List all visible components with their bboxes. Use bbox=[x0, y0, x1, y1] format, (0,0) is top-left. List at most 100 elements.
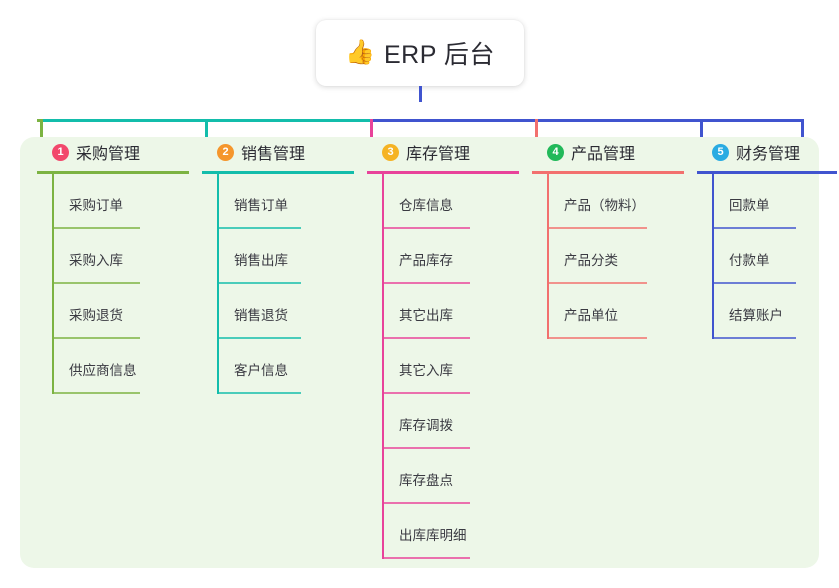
branch-item[interactable]: 采购订单 bbox=[37, 174, 189, 229]
branch-item-label: 采购订单 bbox=[69, 198, 123, 213]
branch-column-2: 2 销售管理销售订单销售出库销售退货客户信息 bbox=[202, 139, 354, 394]
branches-panel bbox=[20, 137, 819, 568]
branch-item[interactable]: 产品库存 bbox=[367, 229, 519, 284]
branch-item[interactable]: 其它入库 bbox=[367, 339, 519, 394]
branch-item[interactable]: 产品分类 bbox=[532, 229, 684, 284]
branch-column-1: 1 采购管理采购订单采购入库采购退货供应商信息 bbox=[37, 139, 189, 394]
branch-item-underline bbox=[217, 392, 301, 394]
branch-underline bbox=[532, 171, 684, 174]
root-node-title: ERP 后台 bbox=[383, 41, 495, 69]
bus-segment-4 bbox=[370, 119, 535, 122]
branch-item-label: 其它出库 bbox=[399, 308, 453, 323]
drop-connector-1 bbox=[40, 119, 43, 139]
branch-item-label: 供应商信息 bbox=[69, 363, 137, 378]
branch-item-underline bbox=[547, 337, 647, 339]
branch-number-badge: 2 bbox=[217, 143, 234, 161]
branch-underline bbox=[202, 171, 354, 174]
branch-header-3[interactable]: 3 库存管理 bbox=[367, 139, 519, 165]
branch-item-underline bbox=[547, 227, 647, 229]
branch-header-2[interactable]: 2 销售管理 bbox=[202, 139, 354, 165]
branch-item-underline bbox=[52, 337, 140, 339]
branch-item[interactable]: 仓库信息 bbox=[367, 174, 519, 229]
branch-item[interactable]: 库存调拨 bbox=[367, 394, 519, 449]
branch-item-label: 产品库存 bbox=[399, 253, 453, 268]
bus-segment-1 bbox=[37, 119, 40, 122]
branch-number-badge: 3 bbox=[382, 143, 399, 161]
branch-column-3: 3 库存管理仓库信息产品库存其它出库其它入库库存调拨库存盘点出库库明细 bbox=[367, 139, 519, 559]
branch-item[interactable]: 采购入库 bbox=[37, 229, 189, 284]
drop-connector-2 bbox=[205, 119, 208, 139]
branch-item-label: 销售退货 bbox=[234, 308, 288, 323]
branch-item[interactable]: 供应商信息 bbox=[37, 339, 189, 394]
branch-item-label: 产品分类 bbox=[564, 253, 618, 268]
branch-item[interactable]: 付款单 bbox=[697, 229, 837, 284]
branch-spine bbox=[712, 174, 714, 339]
branch-item-underline bbox=[712, 227, 796, 229]
branch-item[interactable]: 出库库明细 bbox=[367, 504, 519, 559]
branch-item-label: 仓库信息 bbox=[399, 198, 453, 213]
branch-item-label: 产品（物料） bbox=[564, 198, 645, 213]
bus-segment-5 bbox=[535, 119, 700, 122]
branch-spine bbox=[52, 174, 54, 394]
branch-item[interactable]: 结算账户 bbox=[697, 284, 837, 339]
branch-item-label: 采购入库 bbox=[69, 253, 123, 268]
branch-title: 销售管理 bbox=[241, 146, 306, 163]
branch-item-label: 产品单位 bbox=[564, 308, 618, 323]
branch-item[interactable]: 销售退货 bbox=[202, 284, 354, 339]
branch-item-underline bbox=[382, 282, 470, 284]
branch-spine bbox=[217, 174, 219, 394]
branch-item-underline bbox=[382, 557, 470, 559]
branch-item-label: 回款单 bbox=[729, 198, 770, 213]
branch-item-label: 采购退货 bbox=[69, 308, 123, 323]
branch-item-underline bbox=[52, 227, 140, 229]
branch-item-label: 其它入库 bbox=[399, 363, 453, 378]
root-node-content: 👍 ERP 后台 bbox=[345, 35, 495, 71]
branch-item[interactable]: 销售出库 bbox=[202, 229, 354, 284]
branch-item-underline bbox=[217, 282, 301, 284]
bus-segment-2 bbox=[40, 119, 205, 122]
drop-connector-3 bbox=[370, 119, 373, 139]
branch-number-badge: 1 bbox=[52, 143, 69, 161]
drop-connector-5 bbox=[700, 119, 703, 139]
branch-title: 采购管理 bbox=[76, 146, 141, 163]
branch-item[interactable]: 产品单位 bbox=[532, 284, 684, 339]
branch-title: 产品管理 bbox=[571, 146, 636, 163]
branch-item-underline bbox=[382, 227, 470, 229]
branch-item-underline bbox=[382, 447, 470, 449]
drop-connector-right-elbow bbox=[801, 119, 804, 139]
branch-item[interactable]: 采购退货 bbox=[37, 284, 189, 339]
branch-item-underline bbox=[547, 282, 647, 284]
branch-items: 仓库信息产品库存其它出库其它入库库存调拨库存盘点出库库明细 bbox=[367, 174, 519, 559]
branch-item-label: 库存调拨 bbox=[399, 418, 453, 433]
branch-number-badge: 5 bbox=[712, 143, 729, 161]
branch-item-underline bbox=[712, 337, 796, 339]
branch-item[interactable]: 其它出库 bbox=[367, 284, 519, 339]
branch-item[interactable]: 回款单 bbox=[697, 174, 837, 229]
branch-item-underline bbox=[382, 502, 470, 504]
bus-segment-3 bbox=[205, 119, 370, 122]
branch-spine bbox=[382, 174, 384, 559]
branch-item-underline bbox=[52, 392, 140, 394]
branch-items: 回款单付款单结算账户 bbox=[697, 174, 837, 339]
branch-item[interactable]: 库存盘点 bbox=[367, 449, 519, 504]
branch-header-1[interactable]: 1 采购管理 bbox=[37, 139, 189, 165]
drop-connector-4 bbox=[535, 119, 538, 139]
branch-item[interactable]: 销售订单 bbox=[202, 174, 354, 229]
branch-item-underline bbox=[217, 337, 301, 339]
branch-item-label: 库存盘点 bbox=[399, 473, 453, 488]
branch-title: 库存管理 bbox=[406, 146, 471, 163]
branch-items: 采购订单采购入库采购退货供应商信息 bbox=[37, 174, 189, 394]
branch-spine bbox=[547, 174, 549, 339]
root-node[interactable]: 👍 ERP 后台 bbox=[316, 20, 524, 86]
branch-item[interactable]: 产品（物料） bbox=[532, 174, 684, 229]
branch-item[interactable]: 客户信息 bbox=[202, 339, 354, 394]
branch-item-label: 付款单 bbox=[729, 253, 770, 268]
branch-underline bbox=[697, 171, 837, 174]
branch-item-underline bbox=[52, 282, 140, 284]
branch-item-underline bbox=[712, 282, 796, 284]
branch-items: 销售订单销售出库销售退货客户信息 bbox=[202, 174, 354, 394]
